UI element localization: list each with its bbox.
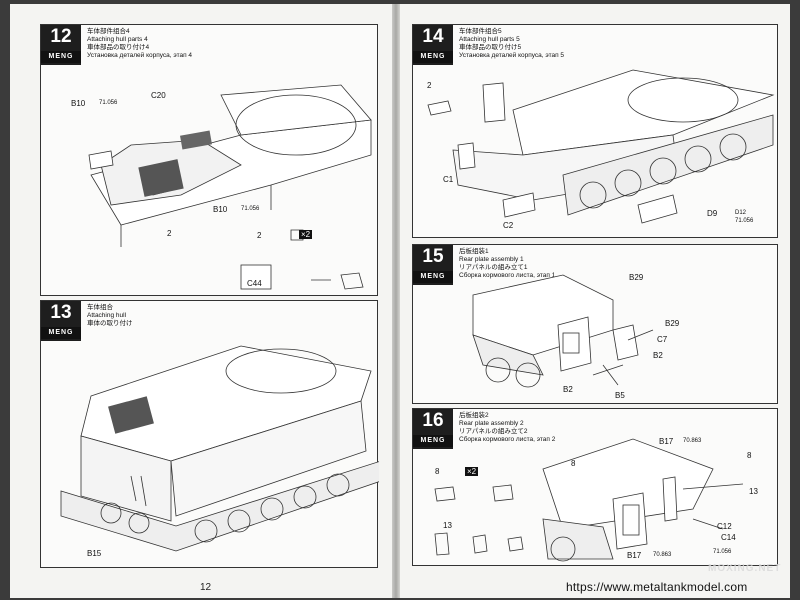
step-16-panel: 16 MENG 后板组装2 Rear plate assembly 2 リアパネ… [412, 408, 778, 566]
part-label: B2 [653, 351, 663, 360]
part-label: B29 [665, 319, 680, 328]
brand-logo: MENG [41, 327, 81, 339]
glue-quantity: 2 [167, 229, 172, 238]
step-14-panel: 14 MENG 车体部件组合5 Attaching hull parts 5 車… [412, 24, 778, 238]
part-label: D9 [707, 209, 718, 218]
part-label: B2 [563, 385, 573, 394]
glue-quantity: 8 [435, 467, 440, 476]
title-en: Rear plate assembly 2 [459, 420, 524, 427]
title-cn: 后板组装2 [459, 412, 489, 419]
step-15-panel: 15 MENG 后板组装1 Rear plate assembly 1 リアパネ… [412, 244, 778, 404]
step-16-header: 16 MENG [413, 409, 453, 449]
part-label: C7 [657, 335, 668, 344]
step-13-panel: 13 MENG 车体组合 Attaching hull 車体の取り付け B15 [40, 300, 379, 568]
part-label: C12 [717, 522, 732, 531]
step-12-header: 12 MENG [41, 25, 81, 65]
step-number: 15 [422, 246, 444, 267]
part-label: B10 [213, 205, 228, 214]
brand-logo: MENG [413, 271, 453, 283]
title-jp: リアパネルの組み立て1 [459, 264, 528, 271]
title-ru: Сборка кормового листа, этап 2 [459, 436, 556, 443]
title-cn: 车体组合 [87, 304, 113, 311]
part-label: B15 [87, 549, 102, 558]
step-number: 14 [422, 26, 444, 47]
step-12-titles: 车体部件组合4 Attaching hull parts 4 車体部品の取り付け… [87, 28, 192, 60]
glue-quantity: 8 [571, 459, 576, 468]
title-en: Attaching hull parts 5 [459, 36, 520, 43]
paint-code: 71.056 [713, 549, 732, 555]
part-label: C44 [247, 279, 262, 288]
step-12-drawing [88, 84, 372, 290]
part-label: B10 [71, 99, 86, 108]
step-number: 16 [422, 410, 444, 431]
title-cn: 后板组装1 [459, 248, 489, 255]
title-jp: 車体部品の取り付け4 [87, 44, 150, 51]
part-label: D12 [735, 210, 747, 216]
brand-logo: MENG [413, 435, 453, 447]
step-16-drawing [434, 438, 744, 562]
title-ru: Установка деталей корпуса, этап 4 [87, 52, 193, 59]
paint-code: 71.056 [241, 206, 260, 212]
step-15-drawing [472, 274, 654, 388]
step-15-titles: 后板组装1 Rear plate assembly 1 リアパネルの組み立て1 … [459, 248, 555, 280]
paint-code: 71.056 [99, 100, 118, 106]
paint-code: 70.863 [683, 438, 702, 444]
watermark: MOXING.NET [708, 563, 782, 574]
multiplier-badge: ×2 [299, 230, 313, 239]
part-label: B29 [629, 273, 644, 282]
glue-quantity: 8 [747, 451, 752, 460]
part-label: B17 [659, 437, 674, 446]
part-label: B5 [615, 391, 625, 400]
paint-code: 70.863 [653, 552, 672, 558]
step-16-titles: 后板组装2 Rear plate assembly 2 リアパネルの組み立て2 … [459, 412, 555, 444]
title-cn: 车体部件组合4 [87, 28, 130, 35]
multiplier-badge: ×2 [465, 467, 479, 476]
step-14-titles: 车体部件组合5 Attaching hull parts 5 車体部品の取り付け… [459, 28, 564, 60]
title-jp: 車体の取り付け [87, 320, 133, 327]
title-cn: 车体部件组合5 [459, 28, 502, 35]
glue-quantity: 2 [427, 81, 432, 90]
title-en: Rear plate assembly 1 [459, 256, 524, 263]
glue-quantity: 2 [257, 231, 262, 240]
step-13-drawing [60, 345, 379, 552]
part-label: B17 [627, 551, 642, 560]
glue-quantity: 13 [443, 521, 452, 530]
step-number: 12 [50, 26, 72, 47]
part-label: C20 [151, 91, 166, 100]
part-label: C14 [721, 533, 736, 542]
title-en: Attaching hull parts 4 [87, 36, 148, 43]
brand-logo: MENG [41, 51, 81, 63]
title-jp: リアパネルの組み立て2 [459, 428, 528, 435]
part-label: C2 [503, 221, 514, 230]
page-spine [392, 4, 400, 598]
brand-logo: MENG [413, 51, 453, 63]
step-14-header: 14 MENG [413, 25, 453, 65]
part-label: C1 [443, 175, 454, 184]
title-ru: Сборка кормового листа, этап 1 [459, 272, 556, 279]
title-en: Attaching hull [87, 312, 127, 319]
step-number: 13 [50, 302, 72, 323]
paint-code: 71.056 [735, 218, 754, 224]
page-number: 12 [200, 582, 212, 593]
step-15-header: 15 MENG [413, 245, 453, 285]
step-13-titles: 车体组合 Attaching hull 車体の取り付け [87, 304, 133, 328]
step-14-drawing [427, 69, 775, 224]
title-jp: 車体部品の取り付け5 [459, 44, 522, 51]
step-12-panel: 12 MENG 车体部件组合4 Attaching hull parts 4 車… [40, 24, 378, 296]
source-url: https://www.metaltankmodel.com [566, 580, 748, 594]
glue-quantity: 13 [749, 487, 758, 496]
title-ru: Установка деталей корпуса, этап 5 [459, 52, 565, 59]
step-13-header: 13 MENG [41, 301, 81, 341]
